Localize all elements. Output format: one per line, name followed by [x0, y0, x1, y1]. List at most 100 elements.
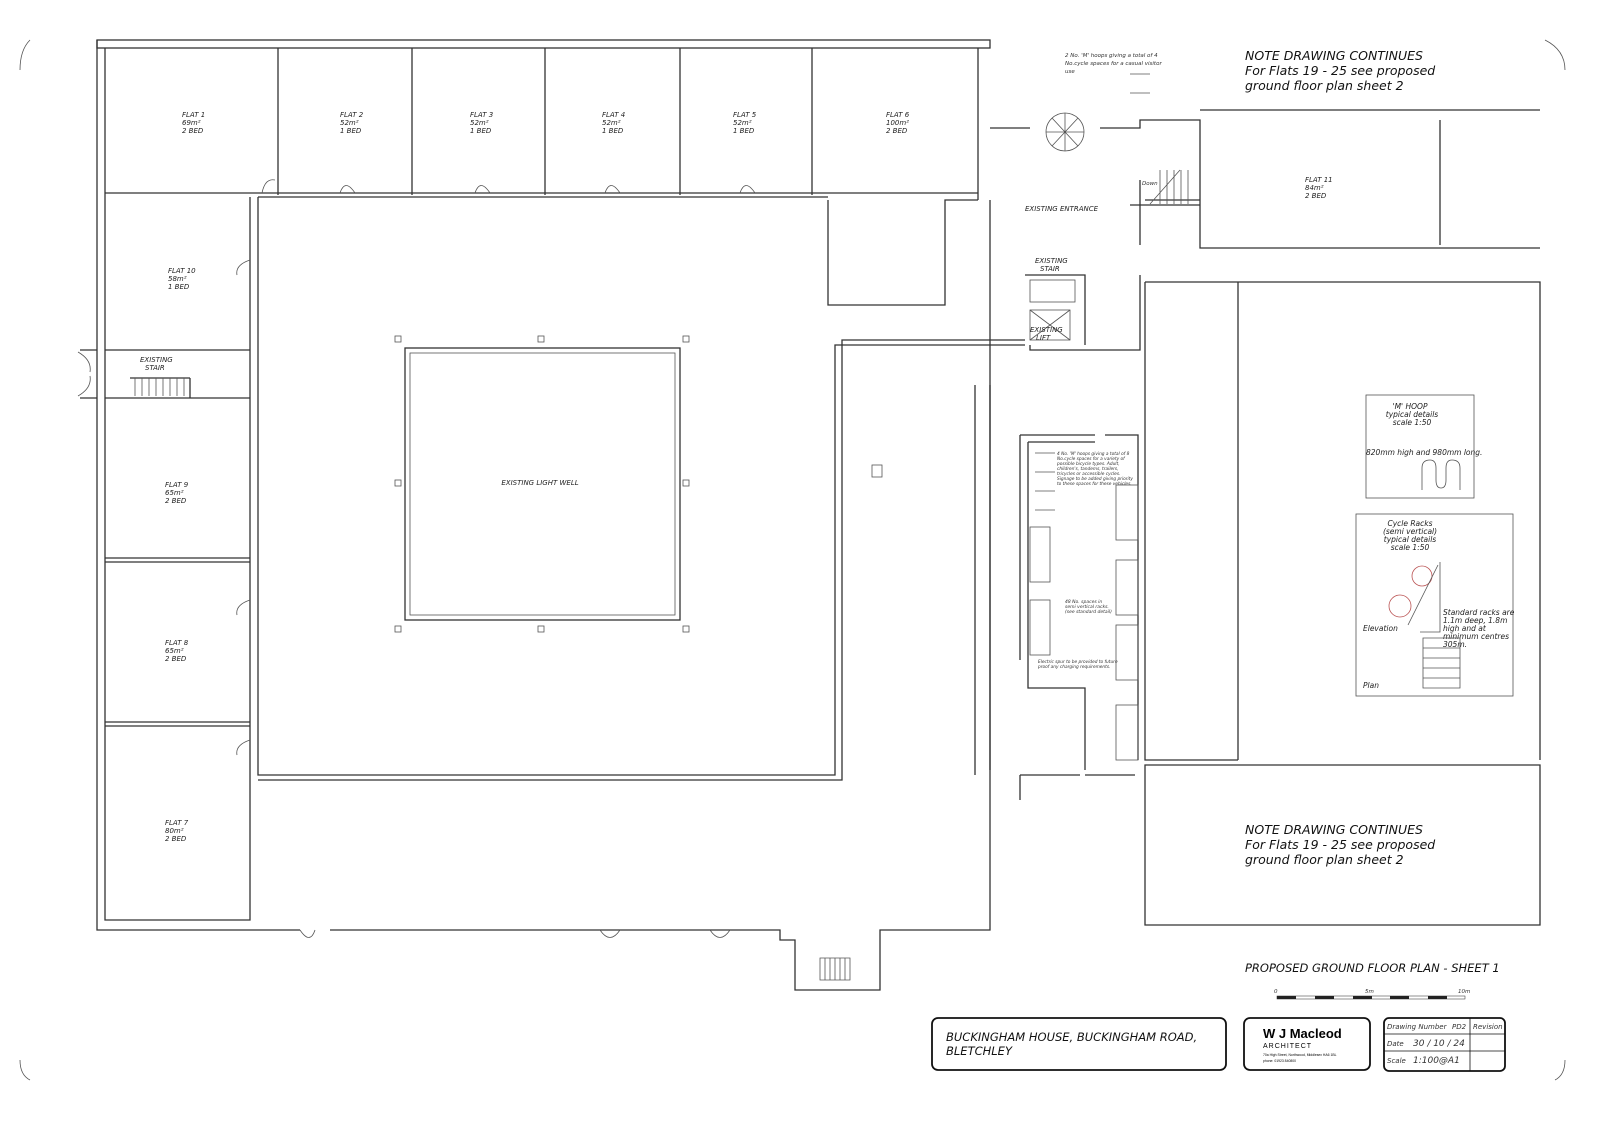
drawing-info-box: Drawing Number PD2 Revision Date 30 / 10…: [1383, 1017, 1506, 1072]
flats-4-beds-text: 1 BED: [733, 127, 755, 135]
existing-entrance-label: EXISTING ENTRANCE: [1025, 205, 1099, 213]
down-label: Down: [1142, 181, 1158, 187]
flats-3-area-text: 52m²: [602, 119, 621, 127]
right-wing-walls: [974, 109, 1541, 926]
project-title-box: BUCKINGHAM HOUSE, BUCKINGHAM ROAD, BLETC…: [931, 1017, 1227, 1071]
notes-electric-1-text: proof any charging requirements.: [1037, 664, 1110, 670]
title_block-drawing_number_label-text: Drawing Number: [1387, 1023, 1448, 1031]
notes-continues_bottom-1-text: For Flats 19 - 25 see proposed: [1245, 837, 1435, 852]
notes-electric-0-text: Electric spur to be provided to future: [1038, 659, 1118, 665]
cycle-racks-detail: Cycle Racks (semi vertical) typical deta…: [1355, 513, 1515, 697]
details-hoop-title-1-text: typical details: [1386, 410, 1438, 419]
labels-existing_lift-0-text: EXISTING: [1030, 326, 1063, 334]
store-hoops-note: 4 No. 'M' hoops giving a total of 8 No.c…: [1056, 451, 1133, 487]
title_block-scale_label-text: Scale: [1387, 1057, 1406, 1065]
notes-store_hoops-3-text: children's, tandems, trailers,: [1057, 466, 1119, 472]
notes-continues_top-0-text: NOTE DRAWING CONTINUES: [1245, 48, 1423, 63]
details-hoop-desc-text: 820mm high and 980mm long.: [1366, 448, 1482, 457]
details-racks-desc-2-text: high and at: [1443, 624, 1487, 633]
drawing-title: PROPOSED GROUND FLOOR PLAN - SHEET 1: [1245, 961, 1500, 975]
flats-4-area-text: 52m²: [733, 119, 752, 127]
notes-store_hoops-4-text: tricycles or accessible cycles.: [1057, 471, 1120, 477]
flats-1-name-text: FLAT 2: [340, 111, 364, 119]
electric-note: Electric spur to be provided to future p…: [1037, 659, 1118, 670]
notes-continues_bottom-2-text: ground floor plan sheet 2: [1245, 852, 1404, 867]
m-hoop-detail: 'M' HOOP typical details scale 1:50 820m…: [1365, 394, 1482, 499]
title_block-architect-role-text: ARCHITECT: [1263, 1043, 1312, 1050]
details-racks-desc-3-text: minimum centres: [1443, 632, 1509, 641]
notes-store_hoops-2-text: possible bicycle types. Adult,: [1056, 461, 1120, 467]
flats-10-beds-text: 2 BED: [1305, 192, 1327, 200]
title_block-project-1-text: BLETCHLEY: [946, 1044, 1013, 1058]
flats-5-area-text: 100m²: [886, 119, 909, 127]
title_block-date-text: 30 / 10 / 24: [1413, 1039, 1465, 1049]
details-hoop-title-0-text: 'M' HOOP: [1393, 402, 1428, 411]
sheet-border: [19, 39, 1566, 1081]
details-racks-title-2-text: typical details: [1384, 535, 1436, 544]
flats-0-beds-text: 2 BED: [182, 127, 204, 135]
notes-racks_spaces-0-text: 48 No. spaces in: [1065, 599, 1102, 605]
title_block-revision_label-text: Revision: [1473, 1023, 1503, 1031]
note-drawing-continues-bottom: NOTE DRAWING CONTINUES For Flats 19 - 25…: [1245, 822, 1435, 867]
flats-6-area-text: 80m²: [165, 827, 184, 835]
title_block-architect-address-text: 70a High Street, Northwood, Middlesex HA…: [1263, 1053, 1337, 1057]
notes-visitor_hoops-1-text: No.cycle spaces for a casual visitor: [1065, 61, 1162, 67]
details-hoop-title-2-text: scale 1:50: [1393, 418, 1432, 427]
title_block-architect-phone-text: phone: 01923 840800: [1263, 1059, 1296, 1063]
note-drawing-continues-top: NOTE DRAWING CONTINUES For Flats 19 - 25…: [1245, 48, 1435, 93]
flats-10-name-text: FLAT 11: [1305, 176, 1333, 184]
notes-racks_spaces-1-text: semi vertical racks.: [1065, 604, 1109, 610]
notes-visitor_hoops-0-text: 2 No. 'M' hoops giving a total of 4: [1065, 53, 1158, 59]
details-racks-elevation-text: Elevation: [1363, 624, 1398, 633]
light-well-label: EXISTING LIGHT WELL: [501, 479, 578, 487]
details-racks-desc-4-text: 305m.: [1443, 640, 1467, 649]
labels-existing_stair_left-0-text: EXISTING: [140, 356, 173, 364]
flats-8-beds-text: 2 BED: [165, 497, 187, 505]
main-building-walls: [77, 39, 1025, 991]
details-racks-plan-text: Plan: [1363, 681, 1379, 690]
flats-8-name-text: FLAT 9: [165, 481, 189, 489]
architect-box: W J Macleod ARCHITECT 70a High Street, N…: [1243, 1017, 1371, 1071]
scale_bar-ticks-1-text: 5m: [1365, 989, 1374, 995]
flats-7-beds-text: 2 BED: [165, 655, 187, 663]
flats-2-beds-text: 1 BED: [470, 127, 492, 135]
details-racks-title-0-text: Cycle Racks: [1387, 519, 1432, 528]
details-racks-desc-0-text: Standard racks are: [1443, 608, 1515, 617]
flats-2-name-text: FLAT 3: [470, 111, 493, 119]
notes-racks_spaces-2-text: (see standard detail): [1065, 609, 1112, 615]
title_block-drawing_number-text: PD2: [1452, 1023, 1467, 1031]
flats-10-area-text: 84m²: [1305, 184, 1324, 192]
notes-store_hoops-1-text: No.cycle spaces for a variety of: [1057, 456, 1126, 462]
notes-continues_top-2-text: ground floor plan sheet 2: [1245, 78, 1404, 93]
notes-store_hoops-5-text: Signage to be added giving priority: [1057, 476, 1133, 482]
light-well: EXISTING LIGHT WELL: [394, 335, 883, 633]
visitor-hoops-note: 2 No. 'M' hoops giving a total of 4 No.c…: [1065, 53, 1162, 94]
flats-9-area-text: 58m²: [168, 275, 187, 283]
flats-1-beds-text: 1 BED: [340, 127, 362, 135]
flats-3-name-text: FLAT 4: [602, 111, 625, 119]
flats-9-beds-text: 1 BED: [168, 283, 190, 291]
details-racks-title-3-text: scale 1:50: [1391, 543, 1430, 552]
labels-existing_lift-1-text: LIFT: [1036, 334, 1051, 342]
details-racks-desc-1-text: 1.1m deep, 1.8m: [1443, 616, 1507, 625]
flats-3-beds-text: 1 BED: [602, 127, 624, 135]
scale_bar-ticks-2-text: 10m: [1458, 989, 1470, 995]
details-racks-title-1-text: (semi vertical): [1383, 527, 1437, 536]
flats-6-name-text: FLAT 7: [165, 819, 189, 827]
flats-8-area-text: 65m²: [165, 489, 184, 497]
notes-continues_top-1-text: For Flats 19 - 25 see proposed: [1245, 63, 1435, 78]
title_block-project-0-text: BUCKINGHAM HOUSE, BUCKINGHAM ROAD,: [946, 1030, 1197, 1044]
flats-7-area-text: 65m²: [165, 647, 184, 655]
flats-5-name-text: FLAT 6: [886, 111, 910, 119]
flats-4-name-text: FLAT 5: [733, 111, 757, 119]
